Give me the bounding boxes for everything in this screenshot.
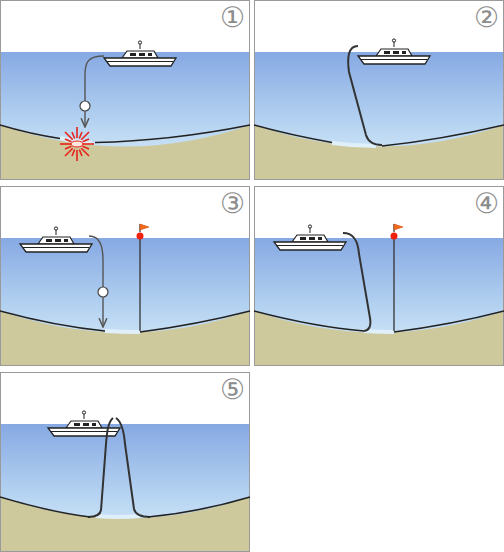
explosion-ray <box>79 132 82 138</box>
callout-number: ⑤ <box>220 374 245 406</box>
callout-number: ③ <box>220 188 245 220</box>
explosion-ray <box>76 127 78 138</box>
panel-5 <box>0 372 250 552</box>
explosion-ray <box>65 146 71 149</box>
explosion <box>60 127 94 161</box>
explosion-ray <box>65 148 73 156</box>
explosion-ray <box>81 132 89 140</box>
explosion-ray <box>65 139 71 142</box>
explosion-ray <box>83 139 89 142</box>
explosion-ray <box>76 150 78 161</box>
explosion-ray <box>72 132 75 138</box>
explosion-ray <box>81 148 89 156</box>
panel-1 <box>0 0 250 180</box>
explosion-ray <box>65 132 73 140</box>
explosion-ray <box>79 150 82 156</box>
seabed-line <box>0 125 504 517</box>
explosion-core <box>71 141 83 147</box>
callout-number: ① <box>220 2 245 34</box>
explosion-ray <box>83 143 94 145</box>
panel-3 <box>0 186 250 366</box>
callout-number: ② <box>474 2 499 34</box>
explosion-ray <box>60 143 71 145</box>
explosion-ray <box>83 146 89 149</box>
panel-4 <box>254 186 504 366</box>
explosion-ray <box>72 150 75 156</box>
panel-2 <box>254 0 504 180</box>
callout-number: ④ <box>474 188 499 220</box>
